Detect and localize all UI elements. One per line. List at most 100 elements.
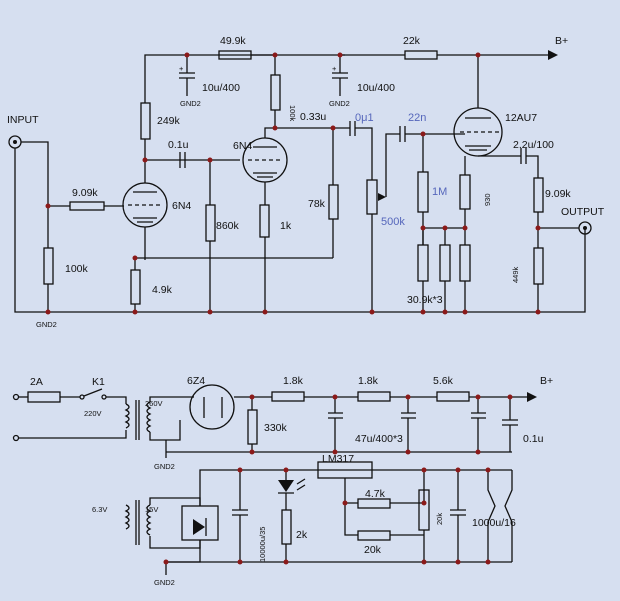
c-1000-label: 1000u/16	[472, 517, 516, 529]
fuse-2a	[27, 391, 61, 403]
resistor-860k	[205, 204, 216, 242]
cap-coupling-01u	[179, 152, 186, 168]
led-indicator	[278, 478, 306, 494]
amplifier-section: INPUT GND2 100k 9.09k 6N4 4.9k 249k 49.9…	[7, 35, 605, 329]
r-out-label: 9.09k	[545, 188, 571, 200]
resistor-feedback-78k	[328, 184, 339, 220]
sec-63-label: 6.3V	[92, 505, 107, 514]
ground-label: GND2	[36, 320, 57, 329]
r-930-label: 930	[483, 193, 492, 206]
resistor-input-9k09	[69, 201, 105, 211]
resistor-22k	[404, 50, 438, 60]
pot-500k-label: 500k	[381, 216, 405, 228]
switch-label: K1	[92, 376, 105, 388]
resistor-930	[459, 174, 471, 210]
rect-label: 6Z4	[187, 375, 205, 387]
r-330-label: 330k	[264, 422, 288, 434]
resistor-2k	[281, 509, 292, 545]
switch-k1[interactable]	[79, 388, 107, 400]
sec-260-label: 260V	[145, 399, 163, 408]
cap-dec2	[332, 55, 348, 96]
gnd-label-4: GND2	[154, 462, 175, 471]
r-plate2-label: 100k	[288, 105, 297, 122]
r-860-label: 860k	[216, 220, 240, 232]
r-plate1-label: 249k	[157, 115, 181, 127]
heater-transformer	[124, 500, 152, 545]
c-psu-01-label: 0.1u	[523, 433, 544, 445]
gnd-label-2: GND2	[180, 99, 201, 108]
resistor-30k9-b	[439, 244, 451, 282]
power-transformer	[124, 400, 152, 440]
pot-20k-label: 20k	[435, 513, 444, 525]
mains-voltage-label: 220V	[84, 409, 102, 418]
resistor-psu2	[357, 391, 391, 402]
c-dec2-label: 10u/400	[357, 82, 395, 94]
bplus-arrow-psu	[527, 392, 537, 402]
fuse-label: 2A	[30, 376, 43, 388]
resistor-plate1-249k	[140, 102, 151, 140]
c-01-label: 0.1u	[168, 139, 189, 151]
cap-dec1	[179, 55, 195, 96]
r-grid-label: 100k	[65, 263, 89, 275]
junction-dots	[45, 52, 541, 315]
tube-v3-label: 12AU7	[505, 112, 537, 124]
input-label: INPUT	[7, 114, 39, 126]
r-psu2-label: 1.8k	[358, 375, 379, 387]
bplus-top-label: B+	[555, 35, 568, 47]
output-jack[interactable]	[578, 221, 592, 235]
resistor-psu3	[436, 391, 470, 402]
input-jack[interactable]	[8, 135, 22, 149]
mains-terminal-1	[12, 393, 20, 401]
regulator-label: LM317	[322, 453, 354, 465]
resistor-30k9-a	[417, 244, 429, 282]
c-0u1-label: 0μ1	[355, 112, 374, 124]
resistor-20k	[357, 530, 391, 541]
cap-psu-2	[401, 397, 416, 452]
tube-v1	[122, 182, 168, 228]
c-psu-label: 47u/400*3	[355, 433, 403, 445]
r-k2-label: 1k	[280, 220, 292, 232]
r-22k-label: 22k	[403, 35, 421, 47]
resistor-330k	[247, 409, 258, 445]
r-psu3-label: 5.6k	[433, 375, 454, 387]
c-033-label: 0.33u	[300, 111, 326, 123]
cap-1000u	[487, 470, 513, 562]
cap-psu-3	[471, 397, 486, 452]
r-2k-label: 2k	[296, 529, 308, 541]
resistor-psu1	[271, 391, 305, 402]
r-309-label: 30.9k*3	[407, 294, 443, 306]
r-1m-label: 1M	[432, 186, 447, 198]
cap-output	[478, 148, 539, 178]
bridge-rectifier	[181, 505, 219, 541]
resistor-1m	[417, 171, 429, 213]
pot-500k[interactable]	[366, 179, 378, 215]
c-22n-label: 22n	[408, 112, 426, 124]
c-10000-label: 10000u/35	[258, 527, 267, 562]
r-k1-label: 4.9k	[152, 284, 173, 296]
bplus-arrow-top	[548, 50, 558, 60]
output-label: OUTPUT	[561, 206, 605, 218]
ground-rail	[14, 148, 586, 313]
sec-15-label: 15V	[145, 505, 158, 514]
resistor-k2-1k	[259, 204, 270, 238]
resistor-grid-100k	[43, 247, 54, 285]
resistor-449k	[533, 247, 544, 285]
cap-psu-1	[328, 397, 343, 452]
gnd-label-3: GND2	[329, 99, 350, 108]
resistor-k1-4k9	[130, 269, 141, 305]
tube-v3	[453, 107, 503, 157]
input-wire	[21, 141, 70, 207]
resistor-4k7	[357, 498, 391, 509]
r-449-label: 449k	[511, 266, 520, 283]
tube-v1-label: 6N4	[172, 200, 191, 212]
psu-junction-dots	[163, 394, 513, 565]
cap-coupling-0u1	[333, 121, 373, 180]
resistor-plate2-100k	[270, 74, 281, 111]
svg-text:+: +	[179, 64, 184, 73]
r-psu1-label: 1.8k	[283, 375, 304, 387]
r-fb-label: 78k	[308, 198, 326, 210]
cap-psu-01u	[502, 397, 518, 452]
gnd-label-5: GND2	[154, 578, 175, 587]
bplus-psu-label: B+	[540, 375, 553, 387]
